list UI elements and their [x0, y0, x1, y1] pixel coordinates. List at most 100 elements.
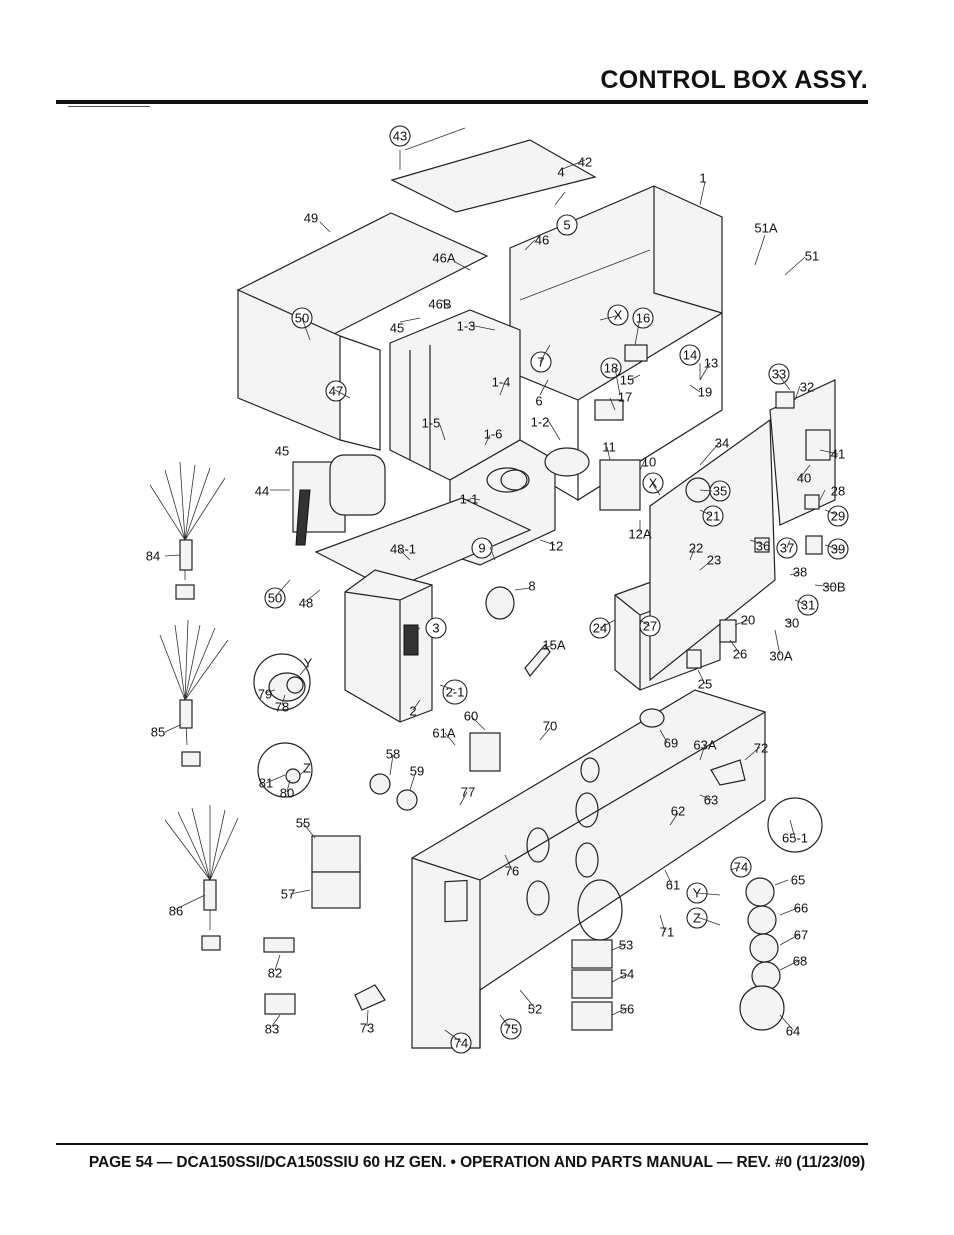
callout-label: 74	[734, 860, 748, 875]
callout-label: 22	[689, 541, 703, 556]
callout-label: 69	[664, 736, 678, 751]
callout-label: 59	[410, 764, 424, 779]
callout-label: 83	[265, 1022, 279, 1037]
callout-label: 53	[619, 938, 633, 953]
callout-1: 1	[699, 171, 706, 186]
callout-circle	[442, 679, 468, 705]
callout-label: 72	[754, 741, 768, 756]
callout-15a: 15A	[542, 638, 565, 653]
callout-label: 32	[800, 380, 814, 395]
callout-label: 56	[620, 1002, 634, 1017]
callout-label: 33	[772, 367, 786, 382]
page-footer: PAGE 54 — DCA150SSI/DCA150SSIU 60 HZ GEN…	[88, 1154, 866, 1171]
callout-label: 47	[329, 384, 343, 399]
callout-8: 8	[528, 579, 535, 594]
callout-label: 46	[535, 233, 549, 248]
callout-76: 76	[505, 864, 519, 879]
callout-label: 45	[275, 444, 289, 459]
callout-y: Y	[304, 656, 313, 671]
callout-label: 29	[831, 509, 845, 524]
callout-label: 36	[756, 539, 770, 554]
callout-23: 23	[707, 553, 721, 568]
callout-65: 65	[791, 873, 805, 888]
callout-86: 86	[169, 904, 183, 919]
callout-label: 70	[543, 719, 557, 734]
callout-label: 40	[797, 471, 811, 486]
callout-50: 50	[264, 587, 286, 609]
callout-58: 58	[386, 747, 400, 762]
callout-label: 34	[715, 436, 729, 451]
callout-1-4: 1-4	[492, 375, 511, 390]
callout-2-1: 2-1	[442, 679, 468, 705]
callout-label: X	[649, 476, 658, 491]
callout-label: 21	[706, 509, 720, 524]
callout-label: 1-1	[460, 492, 479, 507]
callout-85: 85	[151, 725, 165, 740]
callout-label: 66	[794, 901, 808, 916]
callout-45: 45	[275, 444, 289, 459]
callout-label: 75	[504, 1022, 518, 1037]
callout-label: 77	[461, 785, 475, 800]
callout-57: 57	[281, 887, 295, 902]
callout-label: 73	[360, 1021, 374, 1036]
callout-label: 42	[578, 155, 592, 170]
callout-22: 22	[689, 541, 703, 556]
callout-64: 64	[786, 1024, 800, 1039]
callout-label: 45	[390, 321, 404, 336]
callout-label: 64	[786, 1024, 800, 1039]
callout-circle	[702, 505, 724, 527]
callout-label: 79	[258, 687, 272, 702]
callout-14: 14	[679, 344, 701, 366]
callout-29: 29	[827, 505, 849, 527]
callout-48: 48	[299, 596, 313, 611]
callout-label: 1-6	[484, 427, 503, 442]
callout-label: 1-3	[457, 319, 476, 334]
callout-78: 78	[275, 700, 289, 715]
callout-84: 84	[146, 549, 160, 564]
callout-6: 6	[535, 394, 542, 409]
callout-30a: 30A	[769, 649, 792, 664]
callout-label: 1-2	[531, 415, 550, 430]
callout-66: 66	[794, 901, 808, 916]
callout-label: 1	[699, 171, 706, 186]
callout-label: 5	[563, 218, 570, 233]
callout-59: 59	[410, 764, 424, 779]
header-rule-accent	[68, 106, 150, 107]
callout-1-3: 1-3	[457, 319, 476, 334]
callout-label: 14	[683, 348, 697, 363]
callout-label: 46B	[428, 297, 451, 312]
callout-label: 16	[636, 311, 650, 326]
callout-label: 17	[618, 390, 632, 405]
callout-label: 48-1	[390, 542, 416, 557]
callout-77: 77	[461, 785, 475, 800]
callout-label: 1-4	[492, 375, 511, 390]
callout-label: 65	[791, 873, 805, 888]
callout-17: 17	[618, 390, 632, 405]
callout-2: 2	[409, 704, 416, 719]
callout-56: 56	[620, 1002, 634, 1017]
callout-circle	[264, 587, 286, 609]
callout-circle	[607, 304, 629, 326]
callout-33: 33	[768, 363, 790, 385]
callout-circle	[530, 351, 552, 373]
callout-label: 6	[535, 394, 542, 409]
callout-label: 86	[169, 904, 183, 919]
callout-18: 18	[600, 357, 622, 379]
callout-label: 8	[528, 579, 535, 594]
callout-label: 50	[268, 591, 282, 606]
callout-72: 72	[754, 741, 768, 756]
callout-circle	[556, 214, 578, 236]
callout-circle	[500, 1018, 522, 1040]
callout-74: 74	[450, 1032, 472, 1054]
callout-label: 15A	[542, 638, 565, 653]
callout-label: 35	[713, 484, 727, 499]
callout-label: 12A	[628, 527, 651, 542]
callout-83: 83	[265, 1022, 279, 1037]
callout-label: 2-1	[446, 685, 465, 700]
callout-circle	[642, 472, 664, 494]
callout-75: 75	[500, 1018, 522, 1040]
callout-x: X	[607, 304, 629, 326]
callout-61a: 61A	[432, 726, 455, 741]
callout-label: X	[614, 308, 623, 323]
